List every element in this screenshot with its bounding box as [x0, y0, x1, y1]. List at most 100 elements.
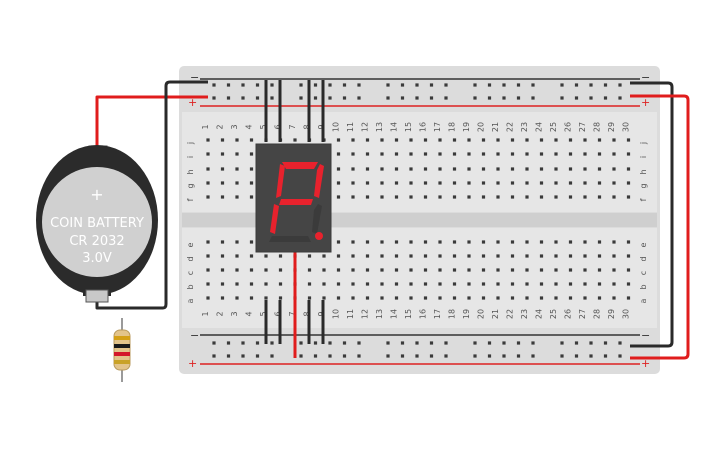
breadboard-hole[interactable] — [496, 152, 500, 156]
breadboard-hole[interactable] — [467, 296, 471, 300]
breadboard-hole[interactable] — [307, 296, 312, 300]
breadboard-hole[interactable] — [299, 354, 303, 358]
breadboard-hole[interactable] — [429, 354, 434, 358]
breadboard-hole[interactable] — [487, 354, 492, 358]
breadboard-hole[interactable] — [452, 240, 457, 244]
breadboard-hole[interactable] — [467, 181, 471, 185]
breadboard-hole[interactable] — [444, 354, 448, 358]
breadboard-hole[interactable] — [235, 296, 239, 300]
breadboard-hole[interactable] — [612, 138, 616, 142]
breadboard-hole[interactable] — [583, 195, 587, 199]
breadboard-hole[interactable] — [467, 167, 471, 171]
breadboard-hole[interactable] — [597, 296, 602, 300]
breadboard-hole[interactable] — [568, 181, 573, 185]
breadboard-hole[interactable] — [278, 254, 283, 258]
breadboard-hole[interactable] — [220, 268, 225, 272]
breadboard-hole[interactable] — [583, 282, 587, 286]
breadboard-hole[interactable] — [438, 138, 442, 142]
breadboard-hole[interactable] — [264, 254, 268, 258]
breadboard-hole[interactable] — [409, 181, 413, 185]
breadboard-hole[interactable] — [539, 181, 544, 185]
breadboard-hole[interactable] — [438, 240, 442, 244]
breadboard-hole[interactable] — [583, 240, 587, 244]
breadboard-hole[interactable] — [574, 96, 579, 100]
breadboard-hole[interactable] — [235, 138, 239, 142]
breadboard-hole[interactable] — [365, 181, 370, 185]
breadboard-hole[interactable] — [583, 167, 587, 171]
breadboard-hole[interactable] — [568, 138, 573, 142]
breadboard-hole[interactable] — [525, 296, 529, 300]
breadboard-hole[interactable] — [235, 282, 239, 286]
seven-segment-display[interactable] — [255, 143, 332, 253]
breadboard-hole[interactable] — [336, 167, 341, 171]
breadboard-hole[interactable] — [278, 268, 283, 272]
breadboard-hole[interactable] — [313, 354, 318, 358]
breadboard-hole[interactable] — [380, 240, 384, 244]
breadboard-hole[interactable] — [539, 254, 544, 258]
breadboard-hole[interactable] — [568, 254, 573, 258]
wire-right-positive-jumper[interactable] — [630, 94, 690, 360]
breadboard-hole[interactable] — [597, 181, 602, 185]
breadboard-hole[interactable] — [365, 195, 370, 199]
breadboard-hole[interactable] — [322, 296, 326, 300]
breadboard-hole[interactable] — [220, 282, 225, 286]
breadboard-hole[interactable] — [496, 282, 500, 286]
breadboard-hole[interactable] — [510, 167, 515, 171]
breadboard-hole[interactable] — [525, 195, 529, 199]
breadboard-hole[interactable] — [589, 341, 593, 345]
breadboard-hole[interactable] — [496, 195, 500, 199]
breadboard-hole[interactable] — [554, 254, 558, 258]
breadboard-hole[interactable] — [365, 152, 370, 156]
breadboard-hole[interactable] — [415, 96, 419, 100]
breadboard-hole[interactable] — [597, 195, 602, 199]
breadboard-hole[interactable] — [278, 296, 283, 300]
breadboard-hole[interactable] — [496, 240, 500, 244]
breadboard-hole[interactable] — [220, 240, 225, 244]
breadboard-hole[interactable] — [365, 138, 370, 142]
breadboard-hole[interactable] — [452, 152, 457, 156]
breadboard-hole[interactable] — [235, 195, 239, 199]
breadboard-hole[interactable] — [212, 341, 216, 345]
breadboard-hole[interactable] — [394, 240, 399, 244]
breadboard-hole[interactable] — [444, 341, 448, 345]
breadboard-hole[interactable] — [226, 341, 231, 345]
breadboard-hole[interactable] — [380, 254, 384, 258]
breadboard-hole[interactable] — [583, 268, 587, 272]
breadboard-hole[interactable] — [357, 96, 361, 100]
breadboard-hole[interactable] — [351, 181, 355, 185]
breadboard-hole[interactable] — [394, 268, 399, 272]
breadboard-hole[interactable] — [597, 240, 602, 244]
breadboard-hole[interactable] — [531, 341, 535, 345]
breadboard-hole[interactable] — [612, 268, 616, 272]
breadboard-hole[interactable] — [293, 138, 297, 142]
breadboard-hole[interactable] — [452, 268, 457, 272]
breadboard-hole[interactable] — [481, 296, 486, 300]
breadboard-hole[interactable] — [386, 341, 390, 345]
breadboard-hole[interactable] — [394, 282, 399, 286]
breadboard-hole[interactable] — [452, 167, 457, 171]
breadboard-hole[interactable] — [525, 181, 529, 185]
breadboard-hole[interactable] — [496, 167, 500, 171]
breadboard-hole[interactable] — [487, 341, 492, 345]
breadboard-hole[interactable] — [618, 96, 622, 100]
breadboard-hole[interactable] — [612, 240, 616, 244]
breadboard-hole[interactable] — [612, 254, 616, 258]
breadboard-hole[interactable] — [365, 254, 370, 258]
breadboard-hole[interactable] — [394, 167, 399, 171]
breadboard-hole[interactable] — [357, 341, 361, 345]
breadboard-hole[interactable] — [226, 96, 231, 100]
breadboard-hole[interactable] — [626, 138, 631, 142]
breadboard-hole[interactable] — [531, 83, 535, 87]
breadboard-hole[interactable] — [510, 195, 515, 199]
breadboard-hole[interactable] — [603, 354, 608, 358]
breadboard-hole[interactable] — [554, 296, 558, 300]
breadboard-hole[interactable] — [409, 195, 413, 199]
breadboard-hole[interactable] — [206, 282, 210, 286]
breadboard-hole[interactable] — [612, 167, 616, 171]
breadboard-hole[interactable] — [423, 282, 428, 286]
breadboard-hole[interactable] — [336, 195, 341, 199]
breadboard-hole[interactable] — [365, 296, 370, 300]
breadboard-hole[interactable] — [235, 268, 239, 272]
breadboard-hole[interactable] — [423, 254, 428, 258]
